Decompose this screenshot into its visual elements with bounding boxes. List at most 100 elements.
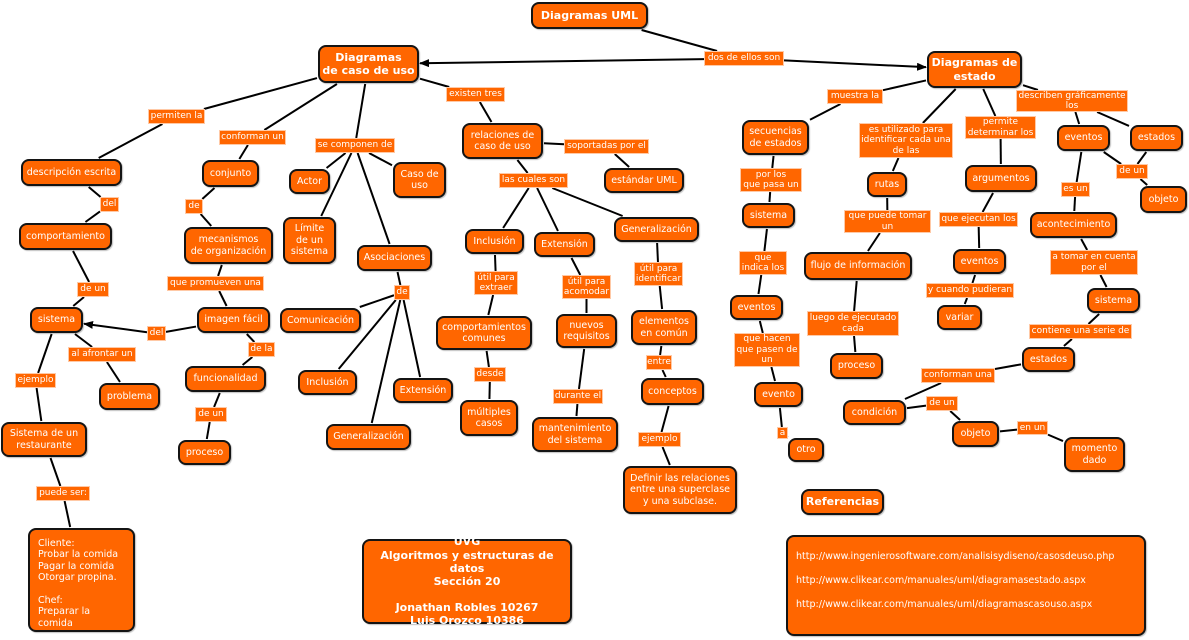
link-label-permite: permite determinar los [965, 116, 1036, 139]
connector-line [63, 500, 72, 528]
connector-line [217, 264, 223, 277]
link-label-ycuando: y cuando pudieran [926, 283, 1014, 298]
connector-line [656, 242, 659, 263]
link-label-deun3: de un [1116, 164, 1148, 179]
link-label-de1: de [185, 199, 203, 214]
connector-line [106, 361, 121, 383]
connector-line [575, 403, 579, 417]
link-label-de2: de [394, 285, 410, 300]
concept-definir: Definir las relaciones entre una supercl… [623, 466, 737, 514]
concept-caso: Caso de uso [393, 162, 446, 198]
link-label-del2: del [147, 326, 166, 341]
link-label-permiten: permiten la [148, 109, 205, 124]
concept-cliente: Cliente: Probar la comida Pagar la comid… [28, 528, 135, 632]
connector-line [218, 290, 228, 307]
concept-extension2: Extensión [534, 232, 595, 257]
link-label-porlos: por los que pasa un [740, 168, 802, 192]
connector-line [577, 348, 586, 390]
connector-line [1099, 274, 1108, 288]
link-label-soportadas: soportadas por el [564, 139, 649, 154]
concept-problema: problema [99, 383, 160, 410]
arrow-connector [419, 58, 705, 68]
connector-line [1096, 111, 1130, 127]
connector-line [516, 159, 529, 174]
connector-line [1103, 151, 1122, 165]
concept-asoc: Asociaciones [357, 245, 432, 271]
connector-line [359, 294, 395, 308]
concept-argumentos: argumentos [965, 165, 1037, 192]
connector-line [758, 320, 764, 334]
concept-actor: Actor [289, 169, 330, 194]
link-label-ejecutan: que ejecutan los [939, 212, 1018, 227]
link-label-utilizado: es utilizado para identificar cada una d… [859, 123, 953, 158]
connector-line [922, 88, 957, 124]
connector-line [994, 363, 1022, 370]
connector-line [320, 152, 353, 217]
connector-line [770, 366, 776, 382]
concept-multiples: múltiples casos [460, 400, 518, 436]
connector-line [337, 299, 397, 370]
arrow-connector [783, 59, 927, 71]
connector-line [201, 187, 216, 200]
link-label-deun2: de un [195, 407, 227, 422]
link-label-durante: durante el [553, 389, 603, 404]
connector-line [49, 457, 62, 487]
concept-refs[interactable]: http://www.ingenierosoftware.com/analisi… [786, 535, 1146, 636]
link-label-esun: es un [1061, 182, 1090, 197]
connector-line [659, 345, 663, 356]
connector-line [84, 210, 101, 223]
concept-eventos1: eventos [730, 295, 783, 320]
connector-line [396, 271, 402, 286]
connector-line [370, 299, 402, 424]
connector-line [971, 274, 977, 284]
connector-line [325, 152, 347, 169]
concept-limite: Límite de un sistema [283, 217, 336, 264]
link-label-puedetomar: que puede tomar un [844, 210, 931, 233]
arrow-connector [83, 320, 148, 334]
concept-sisrest: Sistema de un restaurante [1, 422, 87, 457]
connector-line [853, 335, 857, 353]
concept-momento: momento dado [1064, 437, 1125, 472]
connector-line [906, 404, 927, 410]
connector-line [963, 297, 969, 305]
concept-extension1: Extensión [393, 378, 453, 403]
connector-line [778, 407, 783, 428]
connector-line [1074, 111, 1081, 125]
connector-line [543, 142, 565, 146]
concept-otro: otro [788, 438, 824, 462]
connector-line [614, 153, 630, 168]
concept-sistema2: sistema [742, 203, 795, 228]
connector-line [1075, 151, 1083, 183]
connector-line [757, 274, 763, 295]
concept-mecanismos: mecanismos de organización [184, 227, 273, 264]
link-label-ejemplo2: ejemplo [638, 432, 681, 447]
link-label-ejemplo1: ejemplo [15, 373, 56, 388]
connector-line [356, 152, 391, 245]
link-label-enun: en un [1017, 421, 1048, 435]
link-label-deun4: de un [926, 396, 958, 411]
link-label-dela: de la [248, 342, 275, 357]
concept-estado: Diagramas de estado [927, 51, 1022, 88]
concept-elementos: elementos en común [631, 310, 697, 345]
link-label-extraer: útil para extraer [474, 271, 518, 295]
connector-line [771, 155, 775, 169]
connector-line [37, 333, 53, 374]
connector-line [74, 333, 93, 348]
connector-line [88, 186, 102, 198]
link-label-muestra: muestra la [827, 89, 883, 104]
link-label-cuales: las cuales son [499, 173, 568, 188]
connector-line [35, 387, 43, 422]
connector-line [768, 191, 772, 203]
connector-line [1136, 151, 1148, 165]
connector-line [205, 421, 211, 440]
concept-eventos2: eventos [953, 249, 1006, 274]
concept-acontecimiento: acontecimiento [1030, 212, 1117, 238]
link-label-describen: describen gráficamente los [1016, 90, 1128, 112]
concept-estados1: estados [1130, 125, 1183, 151]
concept-inclusion1: Inclusión [298, 370, 357, 395]
connector-line [661, 446, 671, 466]
connector-line [203, 77, 318, 110]
connector-line [502, 187, 530, 229]
concept-compcomunes: comportamientos comunes [436, 316, 532, 350]
connector-line [660, 405, 670, 433]
